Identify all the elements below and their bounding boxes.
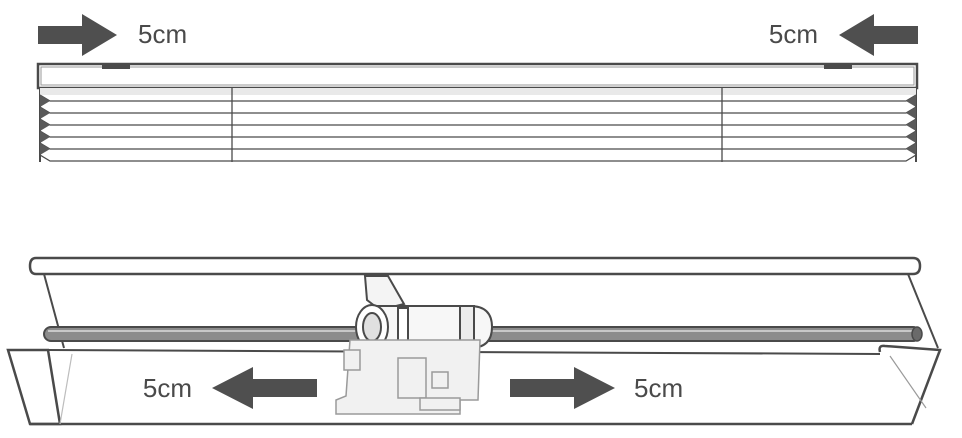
- bottom-left-arrow-icon: [212, 367, 317, 409]
- left-clip-marker: [102, 63, 130, 69]
- bottom-view: 5cm 5cm: [6, 256, 942, 426]
- bottom-right-arrow-icon: [510, 367, 615, 409]
- rail-back-wall: [28, 256, 939, 349]
- top-right-arrow-icon: [839, 14, 918, 56]
- headrail: [36, 62, 919, 90]
- top-left-distance-label: 5cm: [138, 19, 187, 49]
- pleated-fabric: [39, 88, 917, 162]
- mounting-bracket: [335, 275, 494, 415]
- top-left-arrow-icon: [38, 14, 117, 56]
- top-right-distance-label: 5cm: [769, 19, 818, 49]
- bottom-left-distance-label: 5cm: [143, 373, 192, 403]
- right-clip-marker: [824, 63, 852, 69]
- top-view: 5cm 5cm: [36, 14, 919, 162]
- rail-front-channel: [6, 344, 942, 426]
- bottom-right-distance-label: 5cm: [634, 373, 683, 403]
